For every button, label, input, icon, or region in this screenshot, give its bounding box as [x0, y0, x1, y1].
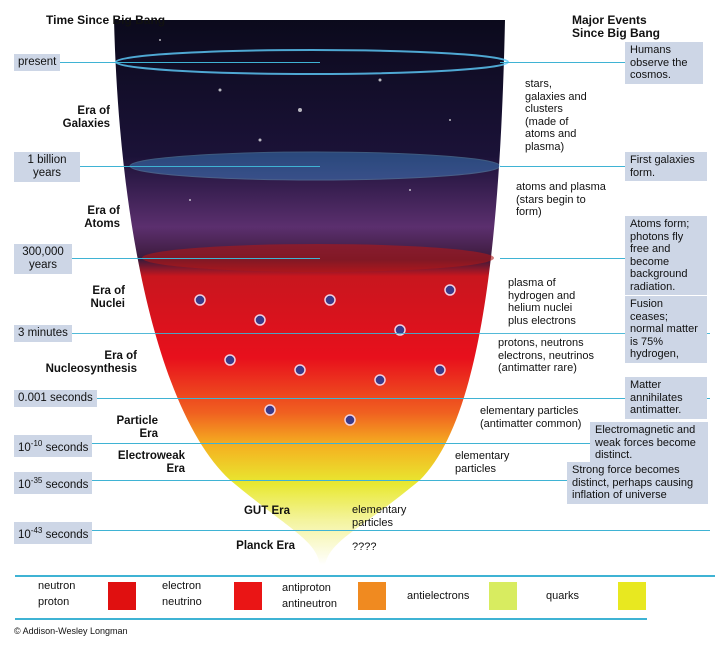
left-header: Time Since Big Bang [46, 13, 166, 27]
legend-antineutron: antineutron [282, 598, 338, 610]
antielectron-swatch [489, 582, 517, 610]
content-planck: ???? [352, 541, 377, 553]
event-electroweak: Electromagnetic and weak forces become d… [590, 422, 708, 464]
time-label-300000: 300,000 years [14, 244, 72, 274]
legend-neutron: neutron [38, 580, 76, 592]
content-atoms: atoms and plasma (stars begin to form) [516, 181, 606, 218]
time-label-1-billion: 1 billion years [14, 152, 80, 182]
era-gut: GUT Era [243, 505, 290, 517]
time-label-0001-seconds: 0.001 seconds [14, 390, 97, 407]
event-fusion-ceases: Fusion ceases; normal matter is 75% hydr… [625, 296, 707, 363]
era-galaxies: Era of Galaxies [62, 105, 110, 130]
era-nucleosynthesis: Era of Nucleosynthesis [45, 350, 137, 375]
era-electroweak: Electroweak Era [117, 450, 185, 475]
event-humans: Humans observe the cosmos. [625, 42, 703, 84]
time-label-1e-35: 10-35 seconds [14, 472, 93, 494]
time-label-3-minutes: 3 minutes [14, 325, 72, 342]
right-header: Major Events Since Big Bang [572, 13, 661, 40]
event-annihilation: Matter annihilates antimatter. [625, 377, 707, 419]
electron-swatch [234, 582, 262, 610]
time-label-1e-43: 10-43 seconds [14, 522, 93, 544]
legend-neutrino: neutrino [162, 596, 202, 608]
antiparticle-swatch [358, 582, 386, 610]
time-label-1e-10: 10-10 seconds [14, 435, 93, 457]
era-nuclei: Era of Nuclei [90, 285, 125, 310]
era-atoms: Era of Atoms [84, 205, 120, 230]
event-atoms-form: Atoms form; photons fly free and become … [625, 216, 707, 295]
legend-antielectrons: antielectrons [407, 590, 470, 602]
nucleon-swatch [108, 582, 136, 610]
content-nucleosynthesis: protons, neutrons electrons, neutrinos (… [498, 337, 594, 374]
legend-antiproton: antiproton [282, 582, 331, 594]
time-label-present: present [14, 54, 61, 71]
legend-electron: electron [162, 580, 202, 592]
copyright: © Addison-Wesley Longman [14, 626, 128, 636]
content-electroweak: elementary particles [455, 450, 510, 475]
legend-proton: proton [38, 596, 70, 608]
content-particle: elementary particles (antimatter common) [480, 405, 582, 430]
content-galaxies: stars, galaxies and clusters (made of at… [525, 78, 587, 153]
content-nuclei: plasma of hydrogen and helium nuclei plu… [508, 277, 576, 327]
era-particle: Particle Era [116, 415, 158, 440]
era-planck: Planck Era [236, 540, 295, 552]
event-strong-force: Strong force becomes distinct, perhaps c… [567, 462, 708, 504]
event-first-galaxies: First galaxies form. [625, 152, 707, 181]
content-gut: elementary particles [352, 504, 407, 529]
quark-swatch [618, 582, 646, 610]
legend-quarks: quarks [546, 590, 580, 602]
